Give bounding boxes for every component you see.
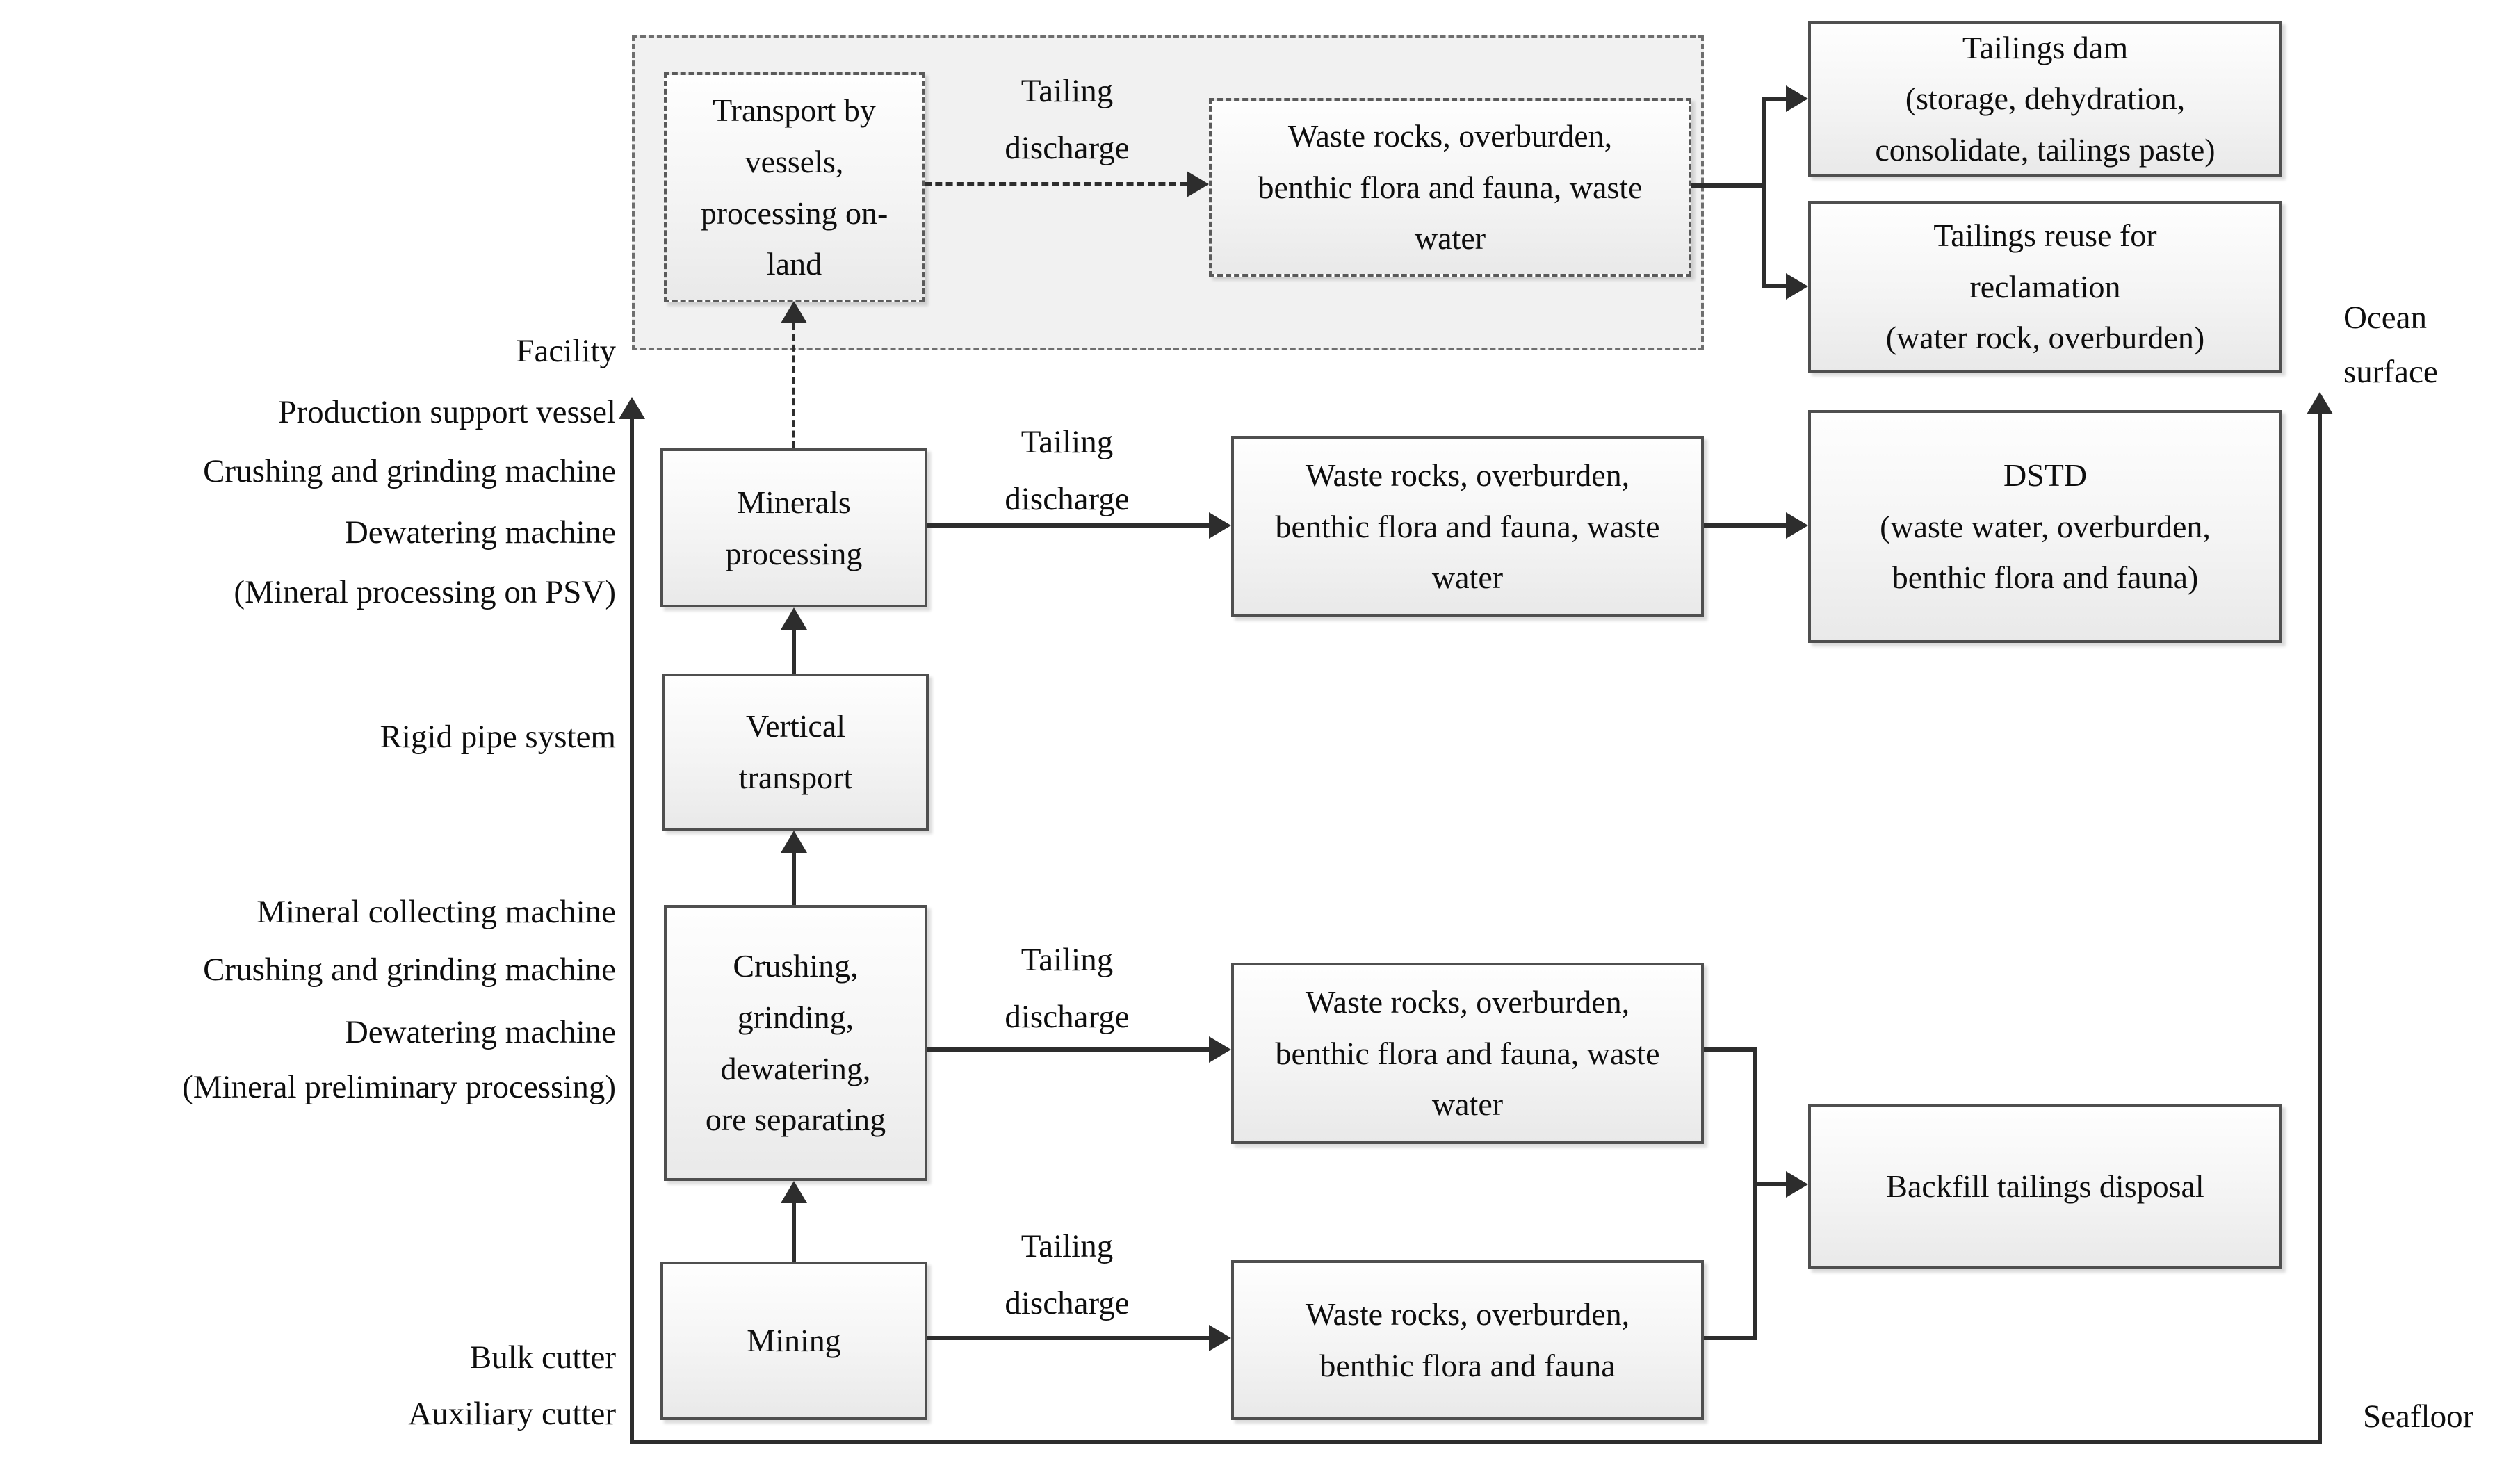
box-tailings-reuse: Tailings reuse for reclamation (water ro… <box>1808 201 2282 373</box>
water-column-left-line <box>630 419 634 1443</box>
tailing-discharge-label-mining: Tailing discharge <box>1005 1228 1130 1321</box>
connector-split-vertical <box>1762 97 1766 288</box>
box-backfill: Backfill tailings disposal <box>1808 1104 2282 1269</box>
arrow-minerals-to-waste-line <box>927 523 1209 528</box>
arrow-crushing-to-vt-head-icon <box>781 831 807 853</box>
arrow-to-reuse-line <box>1766 284 1786 288</box>
box-vertical-transport-label: Vertical transport <box>738 708 853 795</box>
box-dstd-detail: (waste water, overburden, benthic flora … <box>1880 508 2211 596</box>
box-dstd-title: DSTD <box>2003 457 2088 494</box>
arrow-crushing-to-waste-line <box>927 1047 1209 1052</box>
box-transport-vessels: Transport by vessels, processing on-land <box>664 72 925 302</box>
box-tailings-dam-title: Tailings dam <box>1962 29 2129 65</box>
label-crushing-grinding-machine-bottom: Crushing and grinding machine <box>203 952 616 988</box>
connector-waste-lower-out <box>1704 1047 1757 1052</box>
label-ocean-surface: Ocean surface <box>2343 300 2438 390</box>
water-column-right-arrow-icon <box>2307 392 2333 414</box>
label-seafloor: Seafloor <box>2363 1398 2474 1435</box>
arrow-to-dam-head-icon <box>1786 85 1808 112</box>
arrow-waste-to-dstd-head-icon <box>1786 512 1808 539</box>
label-crushing-grinding-machine-top: Crushing and grinding machine <box>203 453 616 489</box>
arrow-mining-to-crushing-head-icon <box>781 1181 807 1203</box>
box-tailings-reuse-detail: (water rock, overburden) <box>1885 320 2205 356</box>
dashed-arrow-transport-to-waste-line <box>925 182 1187 186</box>
arrow-mining-to-waste-head-icon <box>1209 1325 1231 1351</box>
box-tailings-dam-detail: (storage, dehydration, consolidate, tail… <box>1875 81 2216 168</box>
tailing-discharge-label-top: Tailing discharge <box>1005 73 1130 166</box>
box-vertical-transport: Vertical transport <box>662 674 929 831</box>
connector-waste-top-out <box>1691 184 1766 188</box>
water-column-left-arrow-icon <box>619 397 645 419</box>
connector-backfill-vertical <box>1753 1047 1757 1340</box>
label-facility: Facility <box>516 333 616 369</box>
label-bulk-cutter: Bulk cutter <box>469 1339 616 1376</box>
label-mineral-preliminary-processing: (Mineral preliminary processing) <box>182 1069 616 1105</box>
arrow-to-backfill-head-icon <box>1786 1171 1808 1198</box>
box-backfill-label: Backfill tailings disposal <box>1886 1168 2204 1205</box>
arrow-crushing-to-waste-head-icon <box>1209 1036 1231 1063</box>
box-waste-top: Waste rocks, overburden, benthic flora a… <box>1209 98 1691 277</box>
box-crushing-grinding-dewatering-label: Crushing, grinding, dewatering, ore sepa… <box>705 948 886 1138</box>
label-mineral-processing-on-psv: (Mineral processing on PSV) <box>234 574 616 610</box>
tailing-discharge-label-preliminary: Tailing discharge <box>1005 942 1130 1035</box>
box-minerals-processing: Minerals processing <box>660 448 927 607</box>
dashed-arrow-minerals-to-onland-head-icon <box>781 301 807 323</box>
arrow-minerals-to-waste-head-icon <box>1209 512 1231 539</box>
arrow-mining-to-waste-line <box>927 1336 1209 1340</box>
label-production-support-vessel: Production support vessel <box>278 394 616 430</box>
arrow-to-dam-line <box>1766 97 1786 101</box>
arrow-to-backfill-line <box>1757 1182 1786 1186</box>
arrow-to-reuse-head-icon <box>1786 273 1808 300</box>
tailing-discharge-label-psv: Tailing discharge <box>1005 424 1130 517</box>
label-dewatering-machine-bottom: Dewatering machine <box>344 1014 616 1050</box>
label-mineral-collecting-machine: Mineral collecting machine <box>257 894 616 930</box>
box-waste-mid: Waste rocks, overburden, benthic flora a… <box>1231 436 1704 617</box>
box-waste-lower-label: Waste rocks, overburden, benthic flora a… <box>1275 984 1660 1123</box>
box-waste-top-label: Waste rocks, overburden, benthic flora a… <box>1258 118 1643 256</box>
seafloor-line <box>630 1440 2322 1444</box>
box-waste-bottom: Waste rocks, overburden, benthic flora a… <box>1231 1260 1704 1420</box>
arrow-waste-to-dstd-line <box>1704 523 1786 528</box>
label-auxiliary-cutter: Auxiliary cutter <box>408 1396 616 1432</box>
box-waste-lower: Waste rocks, overburden, benthic flora a… <box>1231 963 1704 1144</box>
label-dewatering-machine-top: Dewatering machine <box>344 514 616 550</box>
box-crushing-grinding-dewatering: Crushing, grinding, dewatering, ore sepa… <box>664 905 927 1181</box>
box-waste-mid-label: Waste rocks, overburden, benthic flora a… <box>1275 457 1660 596</box>
box-waste-bottom-label: Waste rocks, overburden, benthic flora a… <box>1305 1296 1630 1383</box>
dashed-arrow-minerals-to-onland-line <box>792 323 795 448</box>
label-rigid-pipe-system: Rigid pipe system <box>380 719 616 755</box>
connector-waste-bottom-out <box>1704 1336 1757 1340</box>
box-tailings-reuse-title: Tailings reuse for reclamation <box>1933 218 2157 304</box>
arrow-vt-to-minerals-line <box>792 628 796 674</box>
arrow-crushing-to-vt-line <box>792 851 796 905</box>
box-transport-vessels-label: Transport by vessels, processing on-land <box>700 92 888 282</box>
dashed-arrow-transport-to-waste-head-icon <box>1187 171 1209 197</box>
box-mining-label: Mining <box>747 1323 841 1359</box>
arrow-mining-to-crushing-line <box>792 1202 796 1262</box>
box-tailings-dam: Tailings dam (storage, dehydration, cons… <box>1808 21 2282 177</box>
arrow-vt-to-minerals-head-icon <box>781 607 807 630</box>
box-mining: Mining <box>660 1262 927 1420</box>
water-column-right-line <box>2318 414 2322 1440</box>
box-minerals-processing-label: Minerals processing <box>725 484 863 571</box>
box-dstd: DSTD (waste water, overburden, benthic f… <box>1808 410 2282 643</box>
